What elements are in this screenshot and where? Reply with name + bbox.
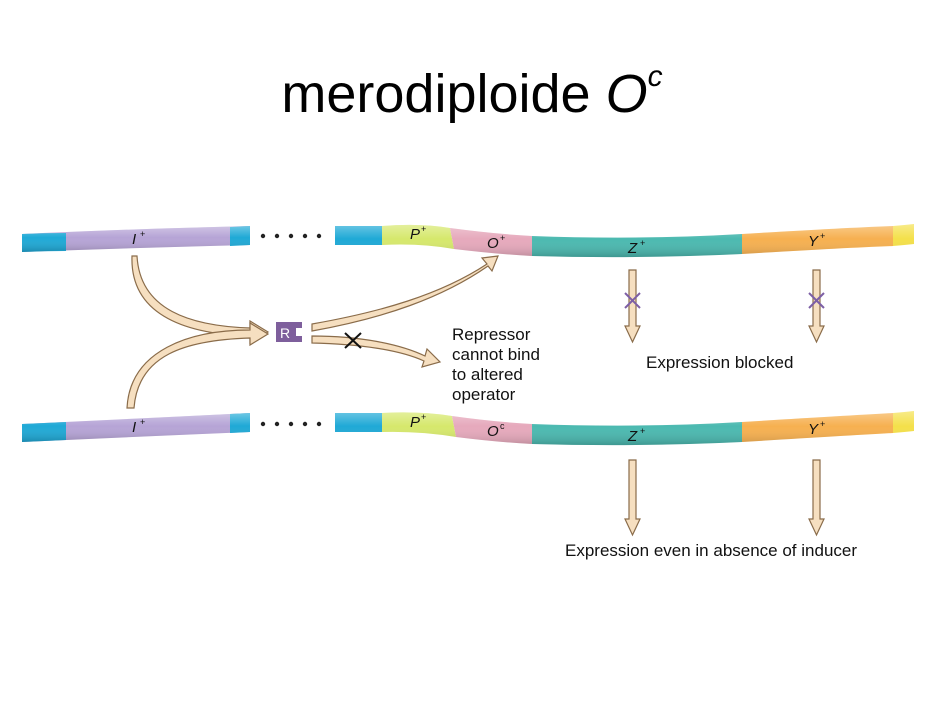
arrow-bottom-z-expression	[624, 459, 641, 537]
expression-blocked-label: Expression blocked	[646, 353, 793, 372]
title-main: merodiploide	[281, 64, 606, 124]
gene-label-top-z: Z +	[627, 238, 645, 257]
top-y-blocked-x-mark	[808, 292, 825, 309]
svg-text:+: +	[820, 231, 825, 241]
top-operon	[335, 224, 914, 258]
title-sup: c	[647, 60, 663, 93]
svg-text:Z: Z	[627, 240, 638, 257]
arrow-top-z-expression	[624, 269, 641, 344]
svg-text:+: +	[421, 224, 426, 234]
annotation-line-4: operator	[452, 385, 516, 404]
title-o: O	[605, 64, 648, 124]
gene-label-top-o: O +	[487, 233, 505, 252]
svg-text:+: +	[140, 229, 145, 239]
page-title: merodiploide Oc	[0, 60, 944, 125]
bottom-i-gene-segment	[22, 413, 250, 442]
expression-even-label: Expression even in absence of inducer	[565, 541, 857, 560]
svg-text:+: +	[820, 419, 825, 429]
svg-text:Y: Y	[808, 421, 819, 438]
svg-text:Y: Y	[808, 233, 819, 250]
gene-label-top-p: P +	[410, 224, 426, 243]
gene-label-top-y: Y +	[808, 231, 825, 250]
gene-label-top-i: I +	[132, 229, 145, 248]
arrow-top-y-expression	[808, 269, 825, 344]
bottom-dotted-link	[260, 421, 322, 427]
gene-label-bottom-y: Y +	[808, 419, 825, 438]
arrow-repressor-to-bottom-operator-blocked	[311, 335, 442, 368]
gene-label-bottom-p: P +	[410, 412, 426, 431]
svg-text:O: O	[487, 423, 499, 440]
repressor-label: R	[280, 325, 290, 341]
svg-text:P: P	[410, 226, 420, 243]
svg-text:I: I	[132, 419, 136, 436]
top-z-blocked-x-mark	[624, 292, 641, 309]
svg-text:Z: Z	[627, 428, 638, 445]
repressor-annotation: Repressor cannot bind to altered operato…	[452, 325, 540, 404]
arrow-bottom-i-to-repressor	[126, 321, 270, 409]
repressor-protein: R	[276, 322, 304, 342]
annotation-line-1: Repressor	[452, 325, 531, 344]
annotation-line-2: cannot bind	[452, 345, 540, 364]
gene-label-bottom-oc: O c	[487, 421, 505, 440]
svg-text:+: +	[421, 412, 426, 422]
top-dotted-link	[260, 233, 322, 239]
svg-text:+: +	[640, 238, 645, 248]
annotation-line-3: to altered	[452, 365, 523, 384]
svg-text:+: +	[500, 233, 505, 243]
svg-text:+: +	[140, 417, 145, 427]
arrow-bottom-y-expression	[808, 459, 825, 537]
top-i-gene-segment	[22, 226, 250, 252]
svg-text:c: c	[500, 421, 505, 431]
gene-label-bottom-z: Z +	[627, 426, 645, 445]
gene-label-bottom-i: I +	[132, 417, 145, 436]
blocked-binding-x-mark	[344, 332, 362, 349]
svg-text:O: O	[487, 235, 499, 252]
svg-text:P: P	[410, 414, 420, 431]
bottom-operon	[335, 411, 914, 446]
svg-text:+: +	[640, 426, 645, 436]
arrow-repressor-to-top-operator	[311, 255, 499, 332]
svg-text:I: I	[132, 231, 136, 248]
